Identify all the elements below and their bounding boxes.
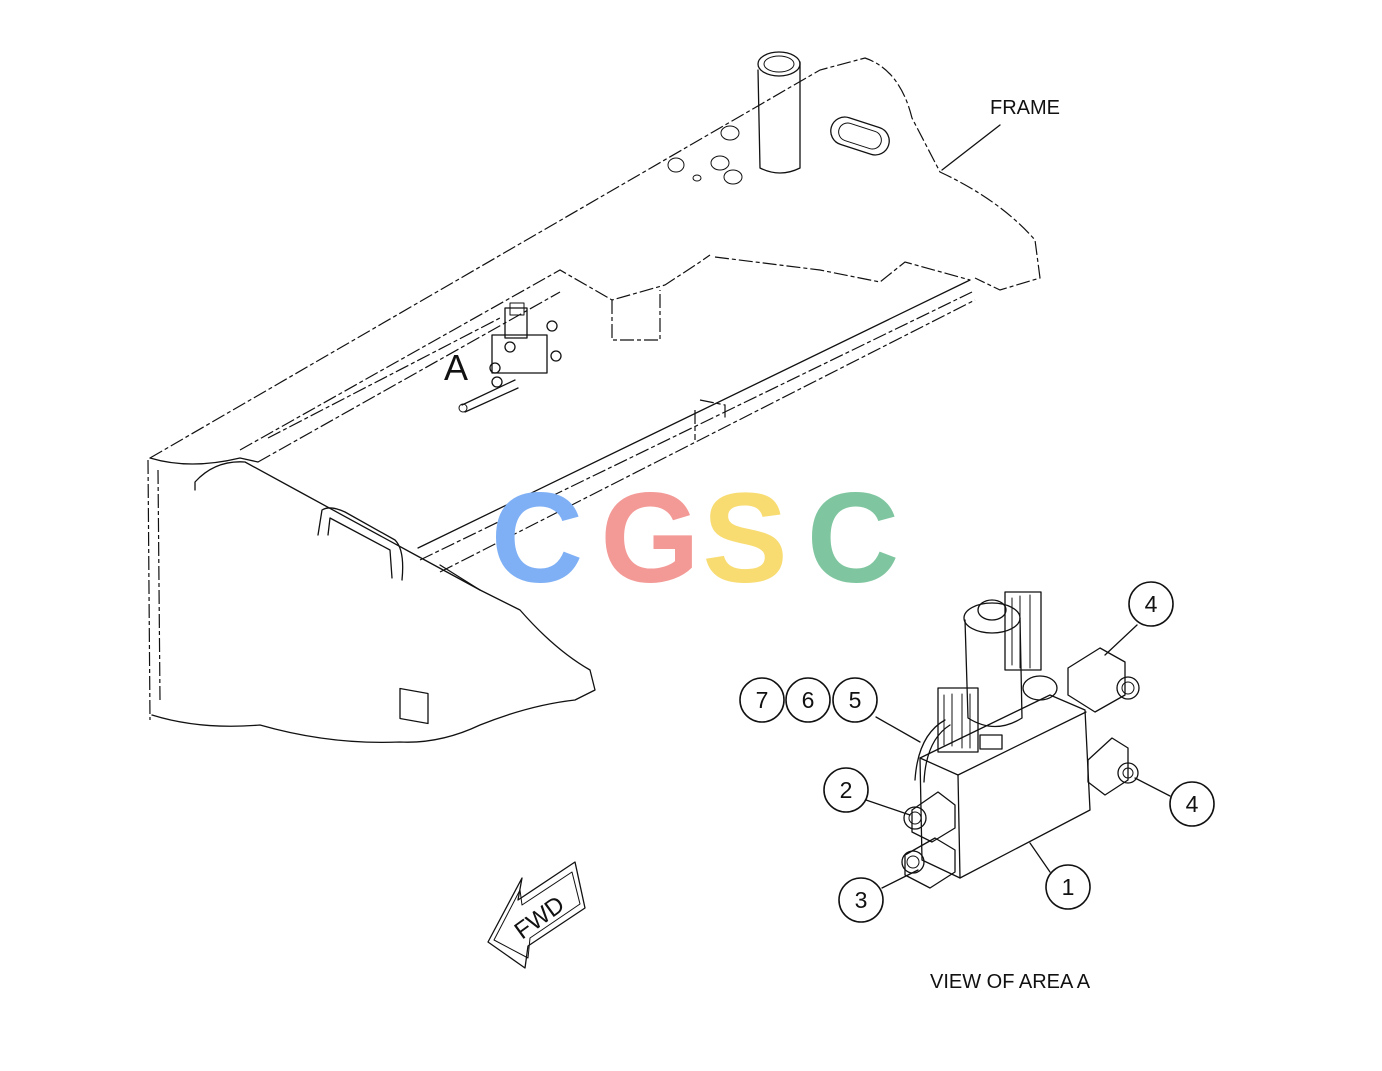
valve-detail-drawing	[901, 591, 1140, 889]
callout-3: 3	[838, 877, 884, 923]
frame-label: FRAME	[990, 97, 1060, 119]
view-caption: VIEW OF AREA A	[930, 971, 1091, 993]
callout-2-number: 2	[840, 777, 853, 803]
callout-7: 7	[739, 677, 785, 723]
frame-leader-line	[941, 124, 1001, 171]
frame-drawing	[147, 51, 1041, 744]
callout-3-number: 3	[855, 887, 868, 913]
forward-arrow: FWD	[487, 861, 586, 969]
callout-4-top: 4	[1128, 581, 1174, 627]
callout-2: 2	[823, 767, 869, 813]
callout-4-top-number: 4	[1145, 591, 1158, 617]
watermark-letter-g: G	[600, 467, 700, 610]
callout-6-number: 6	[802, 687, 815, 713]
watermark-letter-c2: C	[807, 467, 899, 610]
area-a-label: A	[444, 347, 468, 388]
callout-7-number: 7	[756, 687, 769, 713]
callout-leaders	[865, 624, 1171, 889]
cgsc-watermark: C G S C	[491, 467, 899, 610]
callout-4-right-number: 4	[1186, 791, 1199, 817]
callout-1-number: 1	[1062, 874, 1075, 900]
callout-5: 5	[832, 677, 878, 723]
callout-5-number: 5	[849, 687, 862, 713]
callout-1: 1	[1045, 864, 1091, 910]
area-a-valve-small	[458, 302, 562, 413]
callout-4-right: 4	[1169, 781, 1215, 827]
callout-6: 6	[785, 677, 831, 723]
watermark-letter-s: S	[702, 467, 787, 610]
watermark-letter-c1: C	[491, 467, 583, 610]
